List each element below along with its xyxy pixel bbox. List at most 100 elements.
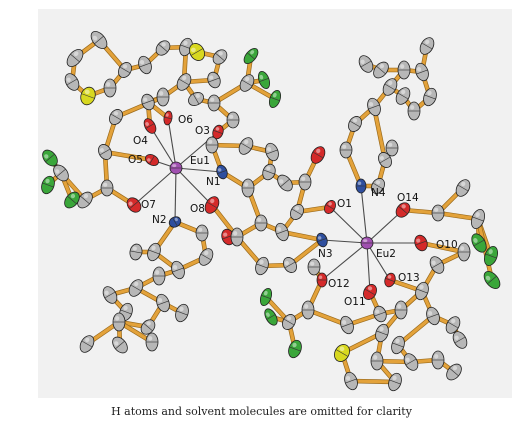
atom-highlight-c30	[294, 206, 300, 211]
atom-axis-o10	[415, 240, 427, 246]
atom-highlight-c44	[85, 337, 90, 343]
atom-o10	[414, 234, 428, 252]
atom-highlight-c89	[392, 375, 397, 381]
atom-highlight-o14	[401, 204, 406, 209]
atom-c7	[64, 73, 80, 91]
atom-highlight-f1	[250, 50, 255, 55]
atom-c20	[77, 191, 93, 209]
label-o10: O10	[436, 239, 458, 251]
atom-highlight-c4	[122, 64, 128, 69]
atom-axis-c15	[241, 79, 253, 87]
atom-axis-f9	[487, 275, 497, 285]
atom-highlight-f8	[488, 249, 493, 255]
atom-highlight-f11	[266, 312, 270, 317]
atom-f8	[484, 245, 498, 267]
atom-highlight-o4	[145, 122, 149, 126]
atom-c76	[373, 305, 387, 323]
bond-c83-c89	[349, 379, 397, 384]
atom-axis-c57	[376, 65, 386, 75]
atom-n2	[168, 216, 182, 228]
atom-c78	[415, 281, 429, 301]
atom-axis-o3	[213, 130, 223, 134]
atom-axis-c58	[360, 60, 372, 68]
atom-axis-f11	[266, 314, 276, 320]
atom-highlight-c29	[301, 176, 306, 181]
coordination-bond-eu2-o11	[366, 242, 371, 293]
coordination-bond-eu2-o12	[321, 242, 368, 281]
bond-c19-o5	[103, 150, 154, 162]
atom-highlight-o13	[387, 275, 392, 279]
atom-c72	[307, 258, 321, 276]
atom-c23	[205, 136, 219, 154]
atom-c84	[370, 351, 384, 371]
atom-c18	[109, 109, 123, 125]
atom-c44	[79, 335, 95, 353]
atom-highlight-c8	[106, 82, 111, 87]
atom-axis-c17	[142, 99, 154, 105]
atom-f11	[264, 308, 278, 326]
atom-highlight-o12	[318, 275, 323, 279]
atom-c87	[431, 350, 445, 370]
atom-o9	[310, 146, 326, 164]
atom-highlight-c75	[286, 316, 292, 321]
bond-c67-c69	[436, 211, 480, 221]
atom-c30	[290, 204, 304, 220]
atom-c80	[445, 316, 461, 334]
atom-axis-c86	[405, 358, 417, 366]
atom-axis-c20	[80, 195, 90, 205]
atom-axis-f7	[473, 239, 485, 247]
atom-axis-c44	[81, 340, 93, 348]
atom-axis-c61	[424, 94, 436, 100]
atom-axis-c89	[389, 379, 401, 385]
atom-highlight-c2	[161, 42, 166, 47]
coordination-bond-eu1-o8	[175, 167, 213, 206]
atom-highlight-f2	[259, 74, 264, 80]
atom-highlight-f4	[44, 154, 49, 159]
atom-axis-c83	[345, 378, 357, 384]
atom-c77	[394, 300, 408, 320]
atom-c28	[277, 174, 293, 192]
atom-o12	[316, 272, 328, 288]
atom-axis-c2	[158, 43, 168, 53]
atom-axis-c30	[291, 208, 303, 216]
atom-highlight-o8b	[223, 232, 228, 237]
atom-axis-c47	[130, 250, 142, 254]
atom-highlight-c17	[143, 97, 148, 102]
atom-highlight-f9	[485, 275, 491, 281]
atom-highlight-c31	[276, 226, 282, 232]
atom-highlight-n3	[317, 236, 322, 240]
atom-c71	[429, 256, 445, 274]
atom-axis-f8	[485, 253, 497, 259]
atom-highlight-c87	[434, 354, 439, 359]
atom-f5	[41, 175, 55, 195]
atom-axis-c79	[427, 313, 439, 319]
atom-s2	[189, 43, 205, 61]
label-n3: N3	[318, 248, 333, 260]
atom-axis-f1	[246, 52, 256, 60]
atom-o3	[212, 124, 224, 140]
atom-highlight-c43	[179, 306, 184, 312]
atom-c58	[358, 55, 374, 73]
atom-highlight-o10	[416, 238, 421, 243]
atom-highlight-c60	[416, 66, 422, 72]
label-n4: N4	[371, 187, 386, 199]
label-o11: O11	[344, 296, 366, 308]
atom-c41	[140, 319, 156, 335]
atom-axis-c59	[421, 42, 433, 50]
atom-highlight-c76	[375, 309, 380, 314]
atom-c2	[155, 40, 171, 56]
label-o4: O4	[133, 135, 148, 147]
coordination-bond-eu1-o7	[133, 167, 177, 206]
atom-c24	[238, 137, 254, 155]
atom-highlight-c33	[204, 250, 209, 256]
atom-s3	[334, 344, 350, 362]
atom-highlight-c42	[157, 297, 163, 303]
label-eu2: Eu2	[376, 248, 396, 260]
atom-c37	[128, 279, 144, 297]
atom-c5	[90, 31, 108, 49]
atom-highlight-c62	[410, 105, 415, 110]
atom-axis-c33	[200, 253, 212, 261]
atom-highlight-c80	[451, 318, 456, 324]
atom-axis-c26	[263, 169, 275, 175]
